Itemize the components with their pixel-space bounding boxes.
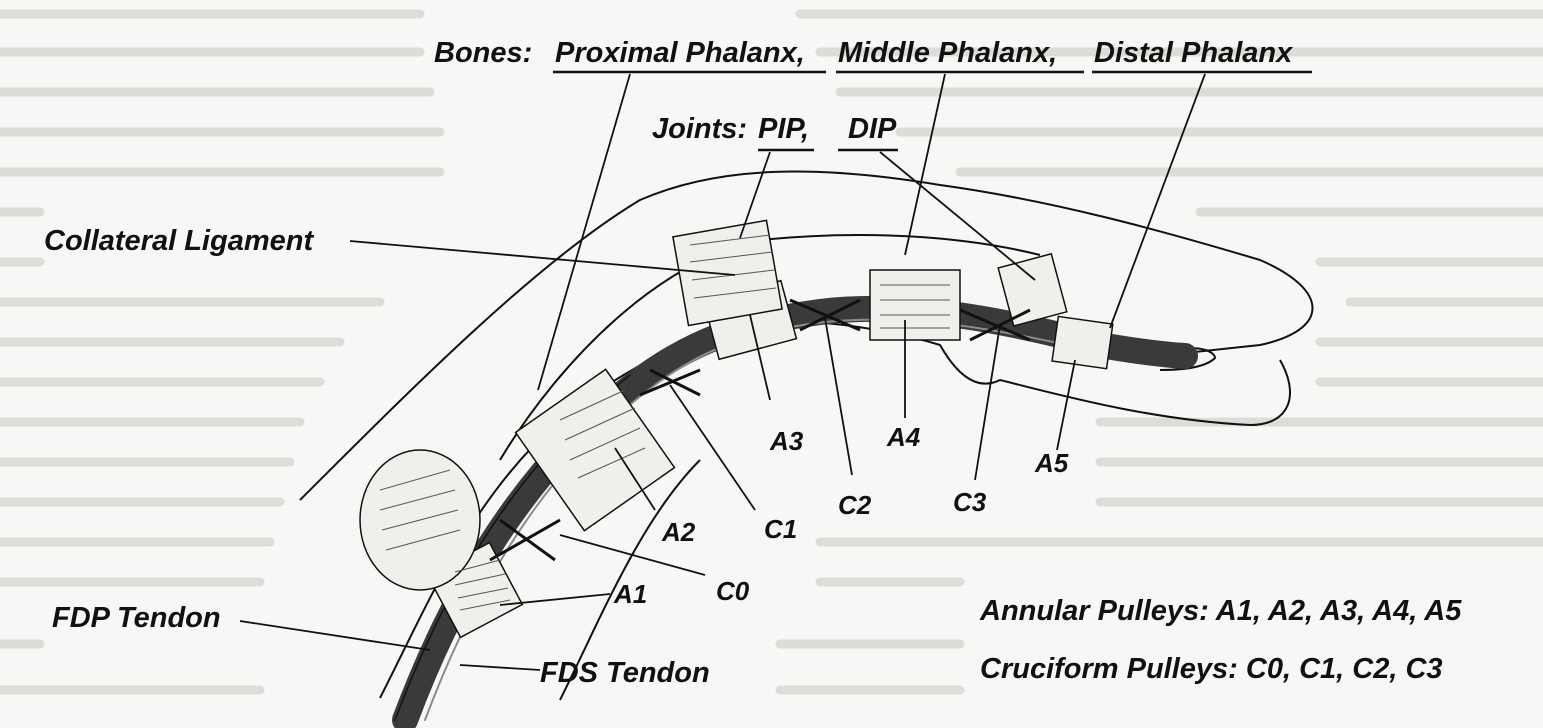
leader-c2 xyxy=(825,318,852,475)
joints-prefix-label: Joints: xyxy=(652,113,747,145)
pulley-c3-label: C3 xyxy=(953,487,987,517)
collateral-ligament-shape xyxy=(673,220,782,325)
finger-dorsal-outline xyxy=(300,171,1313,500)
leader-distal xyxy=(1110,74,1205,328)
pulley-a4-label: A4 xyxy=(886,422,921,452)
legend-annular-label: Annular Pulleys: A1, A2, A3, A4, A5 xyxy=(979,595,1462,627)
pulley-a5-shape xyxy=(1052,316,1113,368)
legend-cruciform-label: Cruciform Pulleys: C0, C1, C2, C3 xyxy=(980,653,1443,685)
leader-a5 xyxy=(1057,360,1075,450)
leader-fdp xyxy=(240,621,430,650)
pulley-a1-label: A1 xyxy=(613,579,647,609)
pulley-a2-shape xyxy=(516,369,675,530)
leader-fds xyxy=(460,665,540,670)
leader-proximal xyxy=(538,74,630,390)
joint-pip-label: PIP, xyxy=(758,113,809,145)
pulley-a5-label: A5 xyxy=(1034,448,1069,478)
fds-tendon-label: FDS Tendon xyxy=(540,657,710,689)
bone-distal-label: Distal Phalanx xyxy=(1094,37,1294,69)
pulley-a4-shape xyxy=(870,270,960,340)
leader-middle xyxy=(905,74,945,255)
collateral-ligament-label: Collateral Ligament xyxy=(44,225,314,257)
bone-proximal-label: Proximal Phalanx, xyxy=(555,37,805,69)
fdp-tendon-label: FDP Tendon xyxy=(52,602,221,634)
annular-pulleys xyxy=(360,220,1113,637)
pulley-c1-label: C1 xyxy=(764,514,797,544)
bone-middle-label: Middle Phalanx, xyxy=(838,37,1057,69)
pulley-a2-label: A2 xyxy=(661,517,696,547)
bones-prefix-label: Bones: xyxy=(434,37,532,69)
pulley-a3-label: A3 xyxy=(769,426,804,456)
leader-c3 xyxy=(975,325,1000,480)
pulley-c2-label: C2 xyxy=(838,490,872,520)
pulley-c0-label: C0 xyxy=(716,576,750,606)
leader-c1 xyxy=(670,385,755,510)
joint-dip-label: DIP xyxy=(848,113,897,145)
